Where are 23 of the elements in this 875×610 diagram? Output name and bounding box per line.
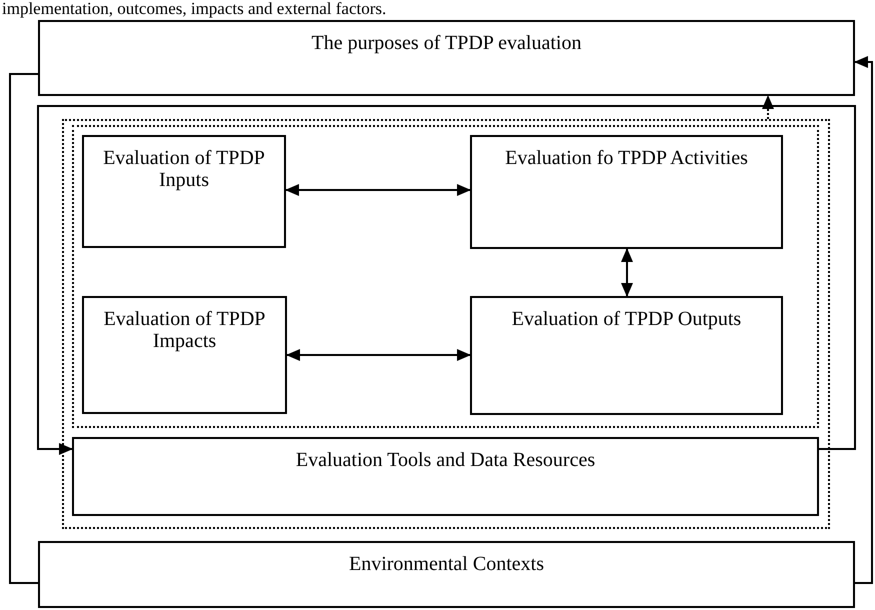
arrow: [621, 248, 633, 297]
box-label: Evaluation of TPDP Inputs: [102, 147, 266, 191]
box-label: Evaluation of TPDP Outputs: [510, 308, 742, 330]
arrow: [762, 95, 774, 119]
arrow: [285, 184, 471, 196]
box-label: Evaluation Tools and Data Resources: [294, 449, 596, 471]
box-label: Evaluation of TPDP Impacts: [102, 308, 266, 352]
arrow: [854, 56, 873, 584]
box-label: Evaluation fo TPDP Activities: [504, 147, 749, 169]
group-frame: [72, 125, 819, 428]
box-label: Environmental Contexts: [348, 553, 545, 575]
process-box: [38, 541, 855, 608]
process-box: [470, 296, 783, 415]
box-label: The purposes of TPDP evaluation: [310, 32, 582, 54]
arrow: [286, 349, 471, 361]
arrow: [37, 105, 856, 455]
process-box: [72, 437, 819, 516]
process-box: [38, 20, 855, 96]
process-box: [82, 296, 287, 414]
note-text: implementation, outcomes, impacts and external factors.: [2, 0, 386, 18]
process-box: [82, 135, 286, 248]
group-frame: [62, 119, 830, 529]
process-box: [470, 135, 783, 249]
